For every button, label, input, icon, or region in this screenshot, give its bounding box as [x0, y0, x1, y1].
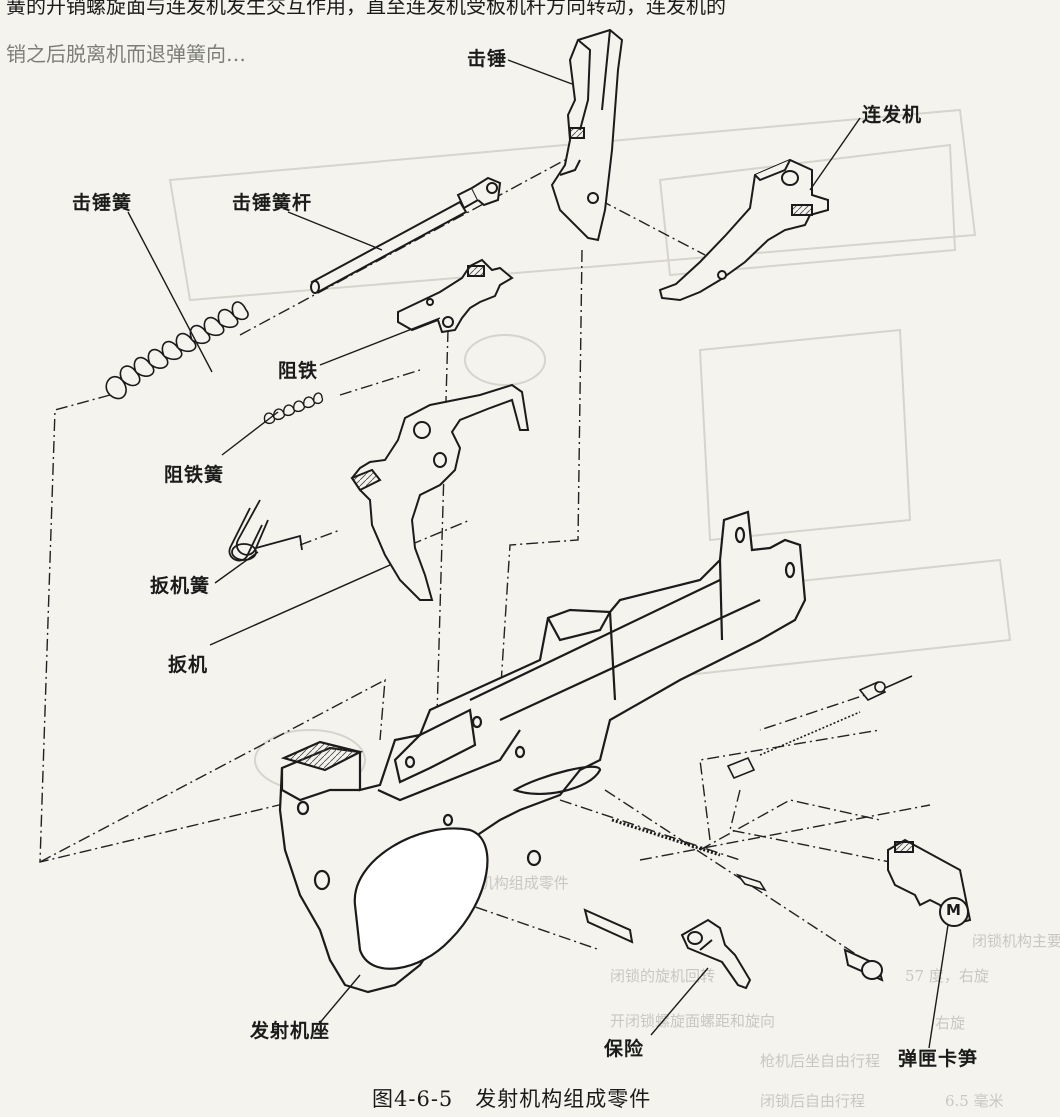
catch-letter-m: M [946, 901, 961, 919]
label-auto-sear: 连发机 [862, 104, 923, 126]
label-hammer-spring-rod: 击锤簧杆 [232, 192, 313, 214]
pins [583, 908, 884, 982]
header-line-2: 销之后脱离机而退弹簧向… [6, 42, 246, 66]
bleed-text-9: 右旋 [935, 1014, 966, 1032]
sear-spring-part [263, 392, 324, 425]
bleed-text-3: 开闭锁螺旋面螺距和旋向 [610, 1012, 776, 1030]
bleed-text-4: 枪机后坐自由行程 [760, 1052, 881, 1070]
bleed-text-5: 闭锁后自由行程 [760, 1092, 866, 1110]
label-sear: 阻铁 [278, 360, 319, 382]
bleed-text-1: 闭锁机构主要诸元： [972, 932, 1060, 950]
label-safety: 保险 [604, 1038, 645, 1060]
label-hammer-spring: 击锤簧 [72, 192, 133, 214]
sear-part [397, 258, 514, 334]
trigger-spring-part [228, 499, 303, 562]
auto-sear-part [658, 158, 829, 302]
leader-lines [127, 59, 949, 1049]
trigger-part [350, 383, 530, 601]
label-trigger-spring: 扳机簧 [150, 575, 211, 597]
bleed-text-8: 57 度，右旋 [905, 967, 989, 985]
label-hammer: 击锤 [467, 48, 508, 70]
label-trigger: 扳机 [168, 654, 209, 676]
label-trigger-housing: 发射机座 [250, 1020, 331, 1042]
trigger-housing-part [278, 510, 807, 994]
label-sear-spring: 阻铁簧 [164, 464, 225, 486]
label-magazine-catch: 弹匣卡笋 [898, 1048, 979, 1070]
bleed-through-drawing [168, 108, 1012, 791]
hammer-part [550, 28, 624, 242]
figure-caption: 图4-6-5 发射机构组成零件 [372, 1087, 652, 1111]
magazine-catch-part [887, 838, 972, 927]
safety-part [680, 918, 752, 990]
header-line-1: 簧的开销螺旋面与连发机发生交互作用，直至连发机受板机杆方向转动，连发机的 [6, 0, 726, 18]
hammer-spring-part [105, 301, 249, 400]
bleed-text-10: 6.5 毫米 [945, 1092, 1004, 1110]
catch-small-parts [611, 675, 913, 892]
hammer-spring-rod-part [310, 176, 502, 294]
bleed-text-2: 闭锁的旋机回转 [610, 967, 716, 985]
